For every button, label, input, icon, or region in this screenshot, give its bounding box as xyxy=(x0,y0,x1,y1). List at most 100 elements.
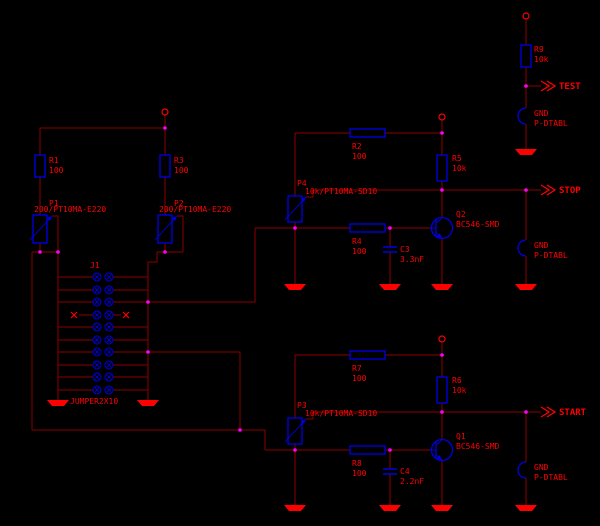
testpad-start[interactable] xyxy=(517,461,527,479)
label-q2-val[interactable]: BC546-SMD xyxy=(456,220,500,229)
junction-dot xyxy=(293,448,297,452)
wire-left-top[interactable] xyxy=(39,115,166,215)
power-port-stop[interactable] xyxy=(438,113,446,121)
label-j1-val[interactable]: JUMPER2X10 xyxy=(70,397,118,406)
junction-dot xyxy=(146,350,150,354)
label-r4-val[interactable]: 100 xyxy=(352,247,367,256)
label-p3-ref[interactable]: P3 xyxy=(297,401,307,410)
trimmer-P1[interactable] xyxy=(29,214,53,244)
ground-icon[interactable] xyxy=(431,284,453,290)
label-r7-ref[interactable]: R7 xyxy=(352,364,362,373)
label-tp-start-val[interactable]: P-DTABL xyxy=(534,473,568,482)
label-p1-ref[interactable]: P1 xyxy=(49,199,59,208)
resistor-R5[interactable] xyxy=(436,154,448,182)
label-c3-ref[interactable]: C3 xyxy=(400,245,410,254)
label-r3-ref[interactable]: R3 xyxy=(174,156,184,165)
resistor-R6[interactable] xyxy=(436,376,448,404)
resistor-R2[interactable] xyxy=(349,128,386,138)
resistor-R1[interactable] xyxy=(34,154,46,178)
label-c3-val[interactable]: 3.3nF xyxy=(400,255,424,264)
label-tp-test-val[interactable]: P-DTABL xyxy=(534,119,568,128)
label-q1-val[interactable]: BC546-SMD xyxy=(456,442,500,451)
label-p3-val[interactable]: 10k/PT10MA-SD10 xyxy=(305,409,377,418)
label-r8-ref[interactable]: R8 xyxy=(352,459,362,468)
net-flag-test[interactable]: TEST xyxy=(540,80,581,92)
label-r5-ref[interactable]: R5 xyxy=(452,154,462,163)
junction-dot xyxy=(440,353,444,357)
ground-icon[interactable] xyxy=(284,284,306,290)
testpad-test[interactable] xyxy=(517,107,527,125)
trimmer-P4[interactable] xyxy=(284,195,307,223)
resistor-R8[interactable] xyxy=(349,445,386,455)
label-c4-val[interactable]: 2.2nF xyxy=(400,477,424,486)
resistor-R7[interactable] xyxy=(349,350,386,360)
capacitor-C3[interactable] xyxy=(383,246,397,253)
ground-icon[interactable] xyxy=(47,400,69,406)
label-tp-stop-ref[interactable]: GND xyxy=(534,241,549,250)
label-r5-val[interactable]: 10k xyxy=(452,164,467,173)
label-tp-test-ref[interactable]: GND xyxy=(534,109,549,118)
label-q1-ref[interactable]: Q1 xyxy=(456,432,466,441)
ground-icon[interactable] xyxy=(515,284,537,290)
label-r6-ref[interactable]: R6 xyxy=(452,376,462,385)
label-p4-val[interactable]: 10k/PT10MA-SD10 xyxy=(305,187,377,196)
power-port-start[interactable] xyxy=(438,335,446,343)
wire-test-branch[interactable] xyxy=(525,19,541,149)
capacitor-C4[interactable] xyxy=(383,468,397,475)
ground-icon[interactable] xyxy=(284,505,306,511)
junction-dot xyxy=(524,188,528,192)
label-r2-val[interactable]: 100 xyxy=(352,152,367,161)
label-r4-ref[interactable]: R4 xyxy=(352,237,362,246)
label-p2-val[interactable]: 200/PT10MA-E220 xyxy=(159,205,231,214)
trimmer-P2[interactable] xyxy=(154,214,178,244)
label-r1-ref[interactable]: R1 xyxy=(49,156,59,165)
label-p1-val[interactable]: 200/PT10MA-E220 xyxy=(34,205,106,214)
ground-icon[interactable] xyxy=(379,505,401,511)
label-r6-val[interactable]: 10k xyxy=(452,386,467,395)
power-port-test[interactable] xyxy=(522,12,530,20)
junction-dot xyxy=(163,126,167,130)
label-c4-ref[interactable]: C4 xyxy=(400,467,410,476)
resistor-R3[interactable] xyxy=(159,154,171,178)
label-r9-ref[interactable]: R9 xyxy=(534,45,544,54)
power-ports xyxy=(161,12,530,343)
label-r3-val[interactable]: 100 xyxy=(174,166,189,175)
label-r2-ref[interactable]: R2 xyxy=(352,142,362,151)
wire-start-section[interactable] xyxy=(265,342,541,505)
junction-dot xyxy=(388,448,392,452)
transistor-Q2[interactable] xyxy=(430,216,454,240)
wire-p2-wiper-loop[interactable] xyxy=(147,215,184,400)
connector-J1[interactable] xyxy=(92,272,114,395)
net-flag-stop[interactable]: STOP xyxy=(540,184,581,196)
net-label-stop: STOP xyxy=(559,186,581,196)
resistor-R9[interactable] xyxy=(520,44,532,68)
label-r7-val[interactable]: 100 xyxy=(352,374,367,383)
wire-p1-wiper-loop[interactable] xyxy=(31,215,59,430)
label-q2-ref[interactable]: Q2 xyxy=(456,210,466,219)
ground-icon[interactable] xyxy=(379,284,401,290)
testpad-stop[interactable] xyxy=(517,239,527,257)
wire-connector-stubs-left[interactable] xyxy=(58,276,93,391)
label-tp-stop-val[interactable]: P-DTABL xyxy=(534,251,568,260)
wire-stop-section[interactable] xyxy=(255,120,541,284)
wire-links-to-right[interactable] xyxy=(32,228,266,450)
power-port-left[interactable] xyxy=(161,108,169,116)
label-j1-ref[interactable]: J1 xyxy=(90,261,100,270)
ground-icon[interactable] xyxy=(431,505,453,511)
label-p4-ref[interactable]: P4 xyxy=(297,179,307,188)
label-r8-val[interactable]: 100 xyxy=(352,469,367,478)
wire-connector-stubs-right[interactable] xyxy=(113,276,148,391)
label-p2-ref[interactable]: P2 xyxy=(174,199,184,208)
resistors xyxy=(34,44,532,455)
ground-icon[interactable] xyxy=(515,505,537,511)
net-flag-start[interactable]: START xyxy=(540,406,587,418)
trimmer-P3[interactable] xyxy=(284,417,307,445)
ground-icon[interactable] xyxy=(137,400,159,406)
ground-icon[interactable] xyxy=(515,149,537,155)
label-tp-start-ref[interactable]: GND xyxy=(534,463,549,472)
label-r9-val[interactable]: 10k xyxy=(534,55,549,64)
label-r1-val[interactable]: 100 xyxy=(49,166,64,175)
transistor-Q1[interactable] xyxy=(430,438,454,462)
resistor-R4[interactable] xyxy=(349,223,386,233)
